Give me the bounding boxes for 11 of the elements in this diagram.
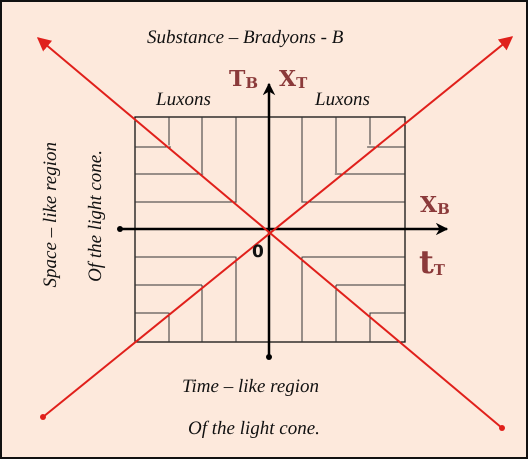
region-label: Time – like region [182, 377, 320, 396]
region-label: Of the light cone. [188, 419, 320, 438]
origin-label: 0 [252, 244, 264, 261]
axis-label: X$_{B}$ [420, 194, 450, 217]
region-label: Of the light cone. [86, 150, 105, 282]
region-label: Luxons [315, 90, 370, 109]
region-label: Space – like region [41, 142, 60, 288]
axis-label: T$_{B}$ [229, 68, 258, 91]
region-label: Substance – Bradyons - B [147, 28, 344, 47]
axis-label: X$_{T}$ [279, 68, 308, 91]
region-label: Luxons [156, 90, 211, 109]
